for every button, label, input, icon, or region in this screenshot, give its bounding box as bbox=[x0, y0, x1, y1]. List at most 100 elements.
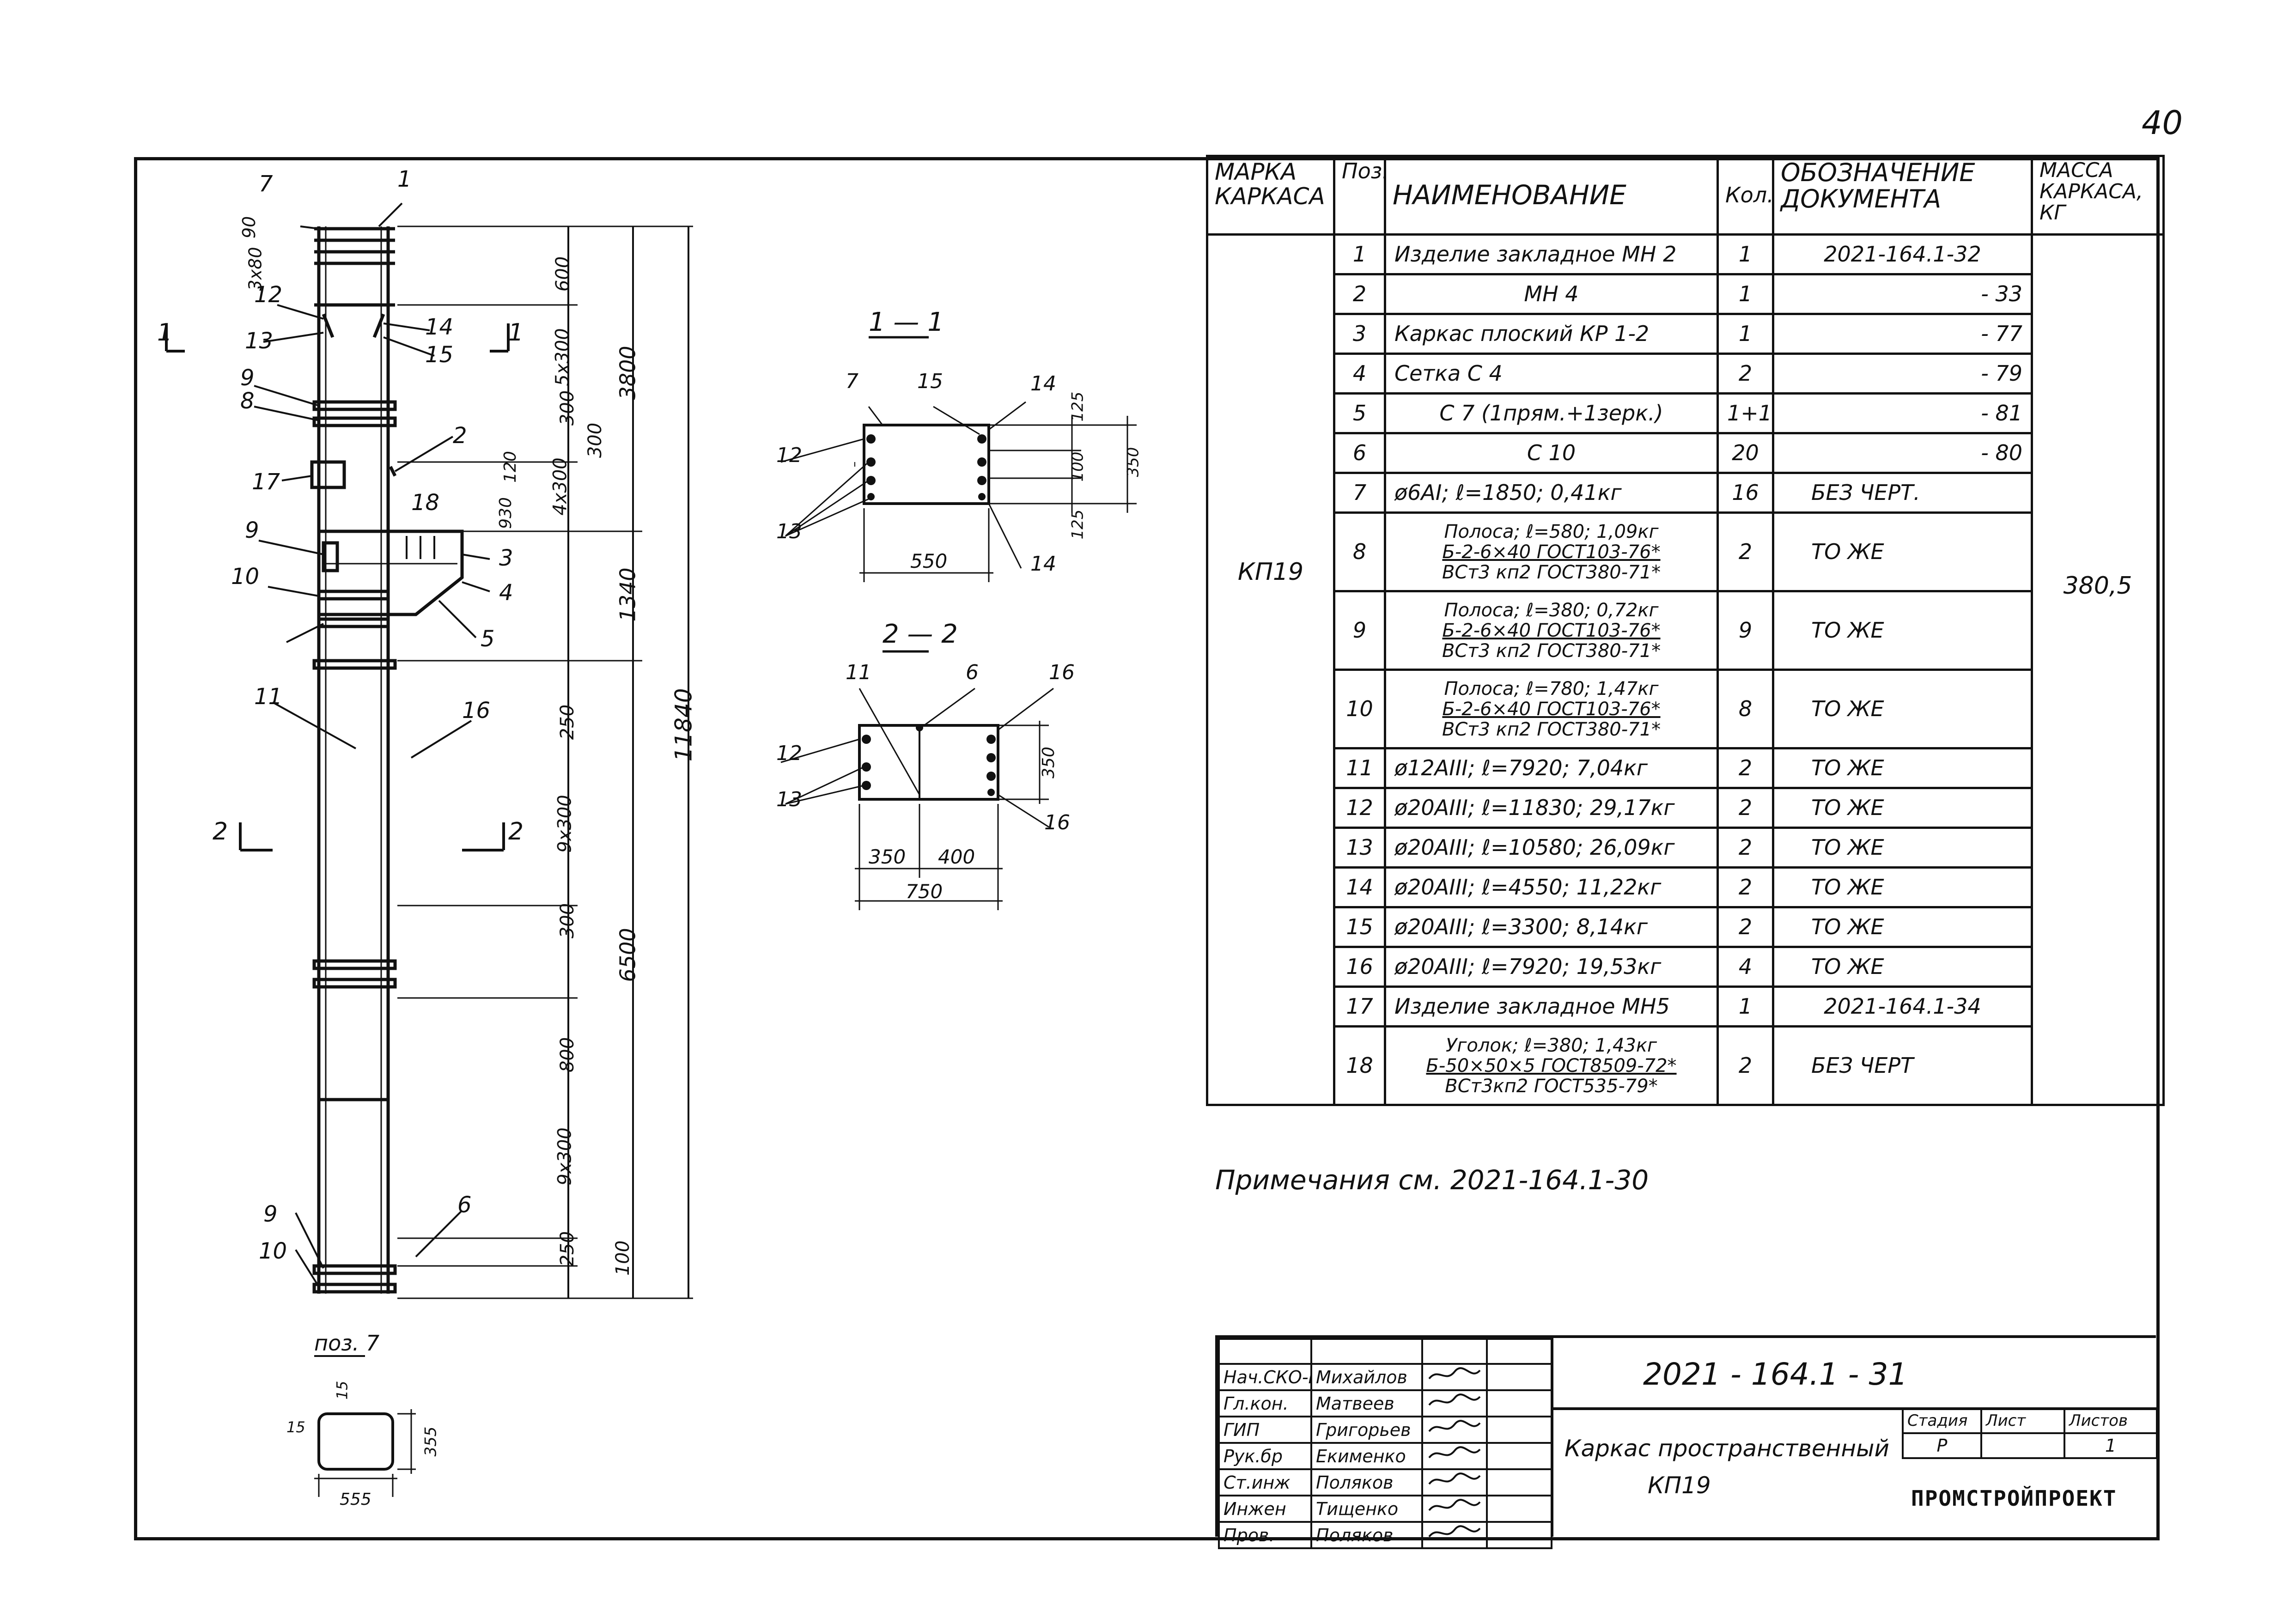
doc-cell: - 81 bbox=[1772, 392, 2033, 434]
kol-cell: 4 bbox=[1717, 946, 1774, 988]
section-mark-2-right: 2 bbox=[508, 818, 524, 845]
doc-number: 2021 - 164.1 - 31 bbox=[1643, 1356, 1908, 1392]
doc-cell: ТО ЖЕ bbox=[1772, 827, 2033, 869]
label-pos-1: 1 bbox=[397, 166, 412, 192]
label-pos-9c: 9 bbox=[263, 1201, 278, 1227]
name-cell: С 10 bbox=[1384, 432, 1719, 474]
organization-name: ПРОМСТРОЙПРОЕКТ bbox=[1911, 1486, 2117, 1511]
dim-11840: 11840 bbox=[670, 688, 697, 762]
date-cell bbox=[1486, 1521, 1552, 1549]
label-pos-18: 18 bbox=[411, 490, 440, 516]
sec2-label-11: 11 bbox=[846, 661, 871, 684]
doc-cell: БЕЗ ЧЕРТ. bbox=[1772, 472, 2033, 514]
dim-3x80: 3x80 bbox=[245, 247, 266, 291]
name-line: Полоса; ℓ=780; 1,47кг bbox=[1444, 678, 1659, 699]
sec1-dim-550: 550 bbox=[910, 550, 948, 572]
kol-cell: 2 bbox=[1717, 906, 1774, 948]
doc-title-line2: КП19 bbox=[1648, 1472, 1711, 1499]
poz-cell: 13 bbox=[1333, 827, 1386, 869]
doc-cell: ТО ЖЕ bbox=[1772, 669, 2033, 749]
signature-cell bbox=[1421, 1389, 1488, 1417]
name-line: Полоса; ℓ=580; 1,09кг bbox=[1444, 521, 1659, 542]
date-cell bbox=[1486, 1416, 1552, 1444]
marka-cell: КП19 bbox=[1206, 233, 1335, 1106]
section-mark-1-left: 1 bbox=[157, 319, 173, 347]
signature-scribble bbox=[1428, 1420, 1481, 1432]
dim-3800: 3800 bbox=[615, 346, 640, 400]
signature-cell bbox=[1421, 1468, 1488, 1496]
dim-6500: 6500 bbox=[615, 928, 640, 982]
name-line: ø6АI; ℓ=1850; 0,41кг bbox=[1394, 480, 1622, 505]
sheet-value bbox=[1980, 1432, 2065, 1459]
name-cell: ø20АIII; ℓ=7920; 19,53кг bbox=[1384, 946, 1719, 988]
sec1-dim-125a: 125 bbox=[1068, 391, 1087, 422]
name-line: Сетка С 4 bbox=[1394, 361, 1503, 386]
sec1-dim-125b: 125 bbox=[1068, 509, 1087, 540]
pos7-title: поз. 7 bbox=[314, 1331, 380, 1356]
poz-cell: 6 bbox=[1333, 432, 1386, 474]
header-mass: МАССА КАРКАСА, КГ bbox=[2031, 155, 2165, 236]
doc-title-line1: Каркас пространственный bbox=[1564, 1435, 1890, 1462]
note-text: Примечания см. 2021-164.1-30 bbox=[1215, 1164, 1649, 1196]
signature-scribble bbox=[1428, 1446, 1481, 1459]
poz-cell: 3 bbox=[1333, 313, 1386, 355]
label-pos-3: 3 bbox=[499, 545, 513, 571]
label-pos-4: 4 bbox=[499, 580, 513, 606]
person-name-cell: Михайлов bbox=[1310, 1363, 1423, 1391]
header-name: НАИМЕНОВАНИЕ bbox=[1384, 155, 1719, 236]
sec2-label-13: 13 bbox=[776, 788, 802, 811]
person-name-cell: Григорьев bbox=[1310, 1416, 1423, 1444]
name-line: Каркас плоский КР 1-2 bbox=[1394, 321, 1650, 347]
kol-cell: 2 bbox=[1717, 1025, 1774, 1106]
poz-cell: 17 bbox=[1333, 985, 1386, 1028]
doc-cell: - 33 bbox=[1772, 273, 2033, 315]
name-line: МН 4 bbox=[1524, 281, 1579, 307]
date-cell bbox=[1486, 1495, 1552, 1523]
doc-cell: 2021-164.1-34 bbox=[1772, 985, 2033, 1028]
label-pos-5: 5 bbox=[481, 626, 495, 652]
stage-header: Стадия bbox=[1902, 1407, 1982, 1434]
dim-250a: 250 bbox=[557, 704, 578, 740]
dim-250b: 250 bbox=[557, 1231, 578, 1267]
doc-cell: - 79 bbox=[1772, 353, 2033, 395]
kol-cell: 20 bbox=[1717, 432, 1774, 474]
person-name-cell: Матвеев bbox=[1310, 1389, 1423, 1417]
sec1-label-14a: 14 bbox=[1030, 372, 1056, 395]
name-cell: ø20АIII; ℓ=3300; 8,14кг bbox=[1384, 906, 1719, 948]
name-line: ø20АIII; ℓ=7920; 19,53кг bbox=[1394, 954, 1662, 979]
name-cell: Изделие закладное МН 2 bbox=[1384, 233, 1719, 275]
name-line: Уголок; ℓ=380; 1,43кг bbox=[1445, 1034, 1657, 1056]
label-pos-9b: 9 bbox=[245, 517, 259, 543]
signature-scribble bbox=[1428, 1472, 1481, 1485]
title-block-vline bbox=[1551, 1338, 1553, 1537]
label-pos-12: 12 bbox=[254, 282, 283, 308]
name-line: Изделие закладное МН 2 bbox=[1394, 242, 1677, 267]
name-line: ø20АIII; ℓ=3300; 8,14кг bbox=[1394, 914, 1648, 940]
poz-cell: 8 bbox=[1333, 511, 1386, 592]
kol-cell: 2 bbox=[1717, 787, 1774, 829]
poz-cell: 7 bbox=[1333, 472, 1386, 514]
dim-100: 100 bbox=[612, 1240, 634, 1276]
name-cell: Каркас плоский КР 1-2 bbox=[1384, 313, 1719, 355]
sec2-label-16a: 16 bbox=[1049, 661, 1075, 684]
section-mark-2-left: 2 bbox=[213, 818, 228, 845]
doc-cell: - 80 bbox=[1772, 432, 2033, 474]
signature-row: Гл.кон.Матвеев bbox=[1218, 1389, 1552, 1417]
kol-cell: 2 bbox=[1717, 866, 1774, 908]
section-2-title: 2 — 2 bbox=[883, 619, 958, 649]
name-cell: МН 4 bbox=[1384, 273, 1719, 315]
